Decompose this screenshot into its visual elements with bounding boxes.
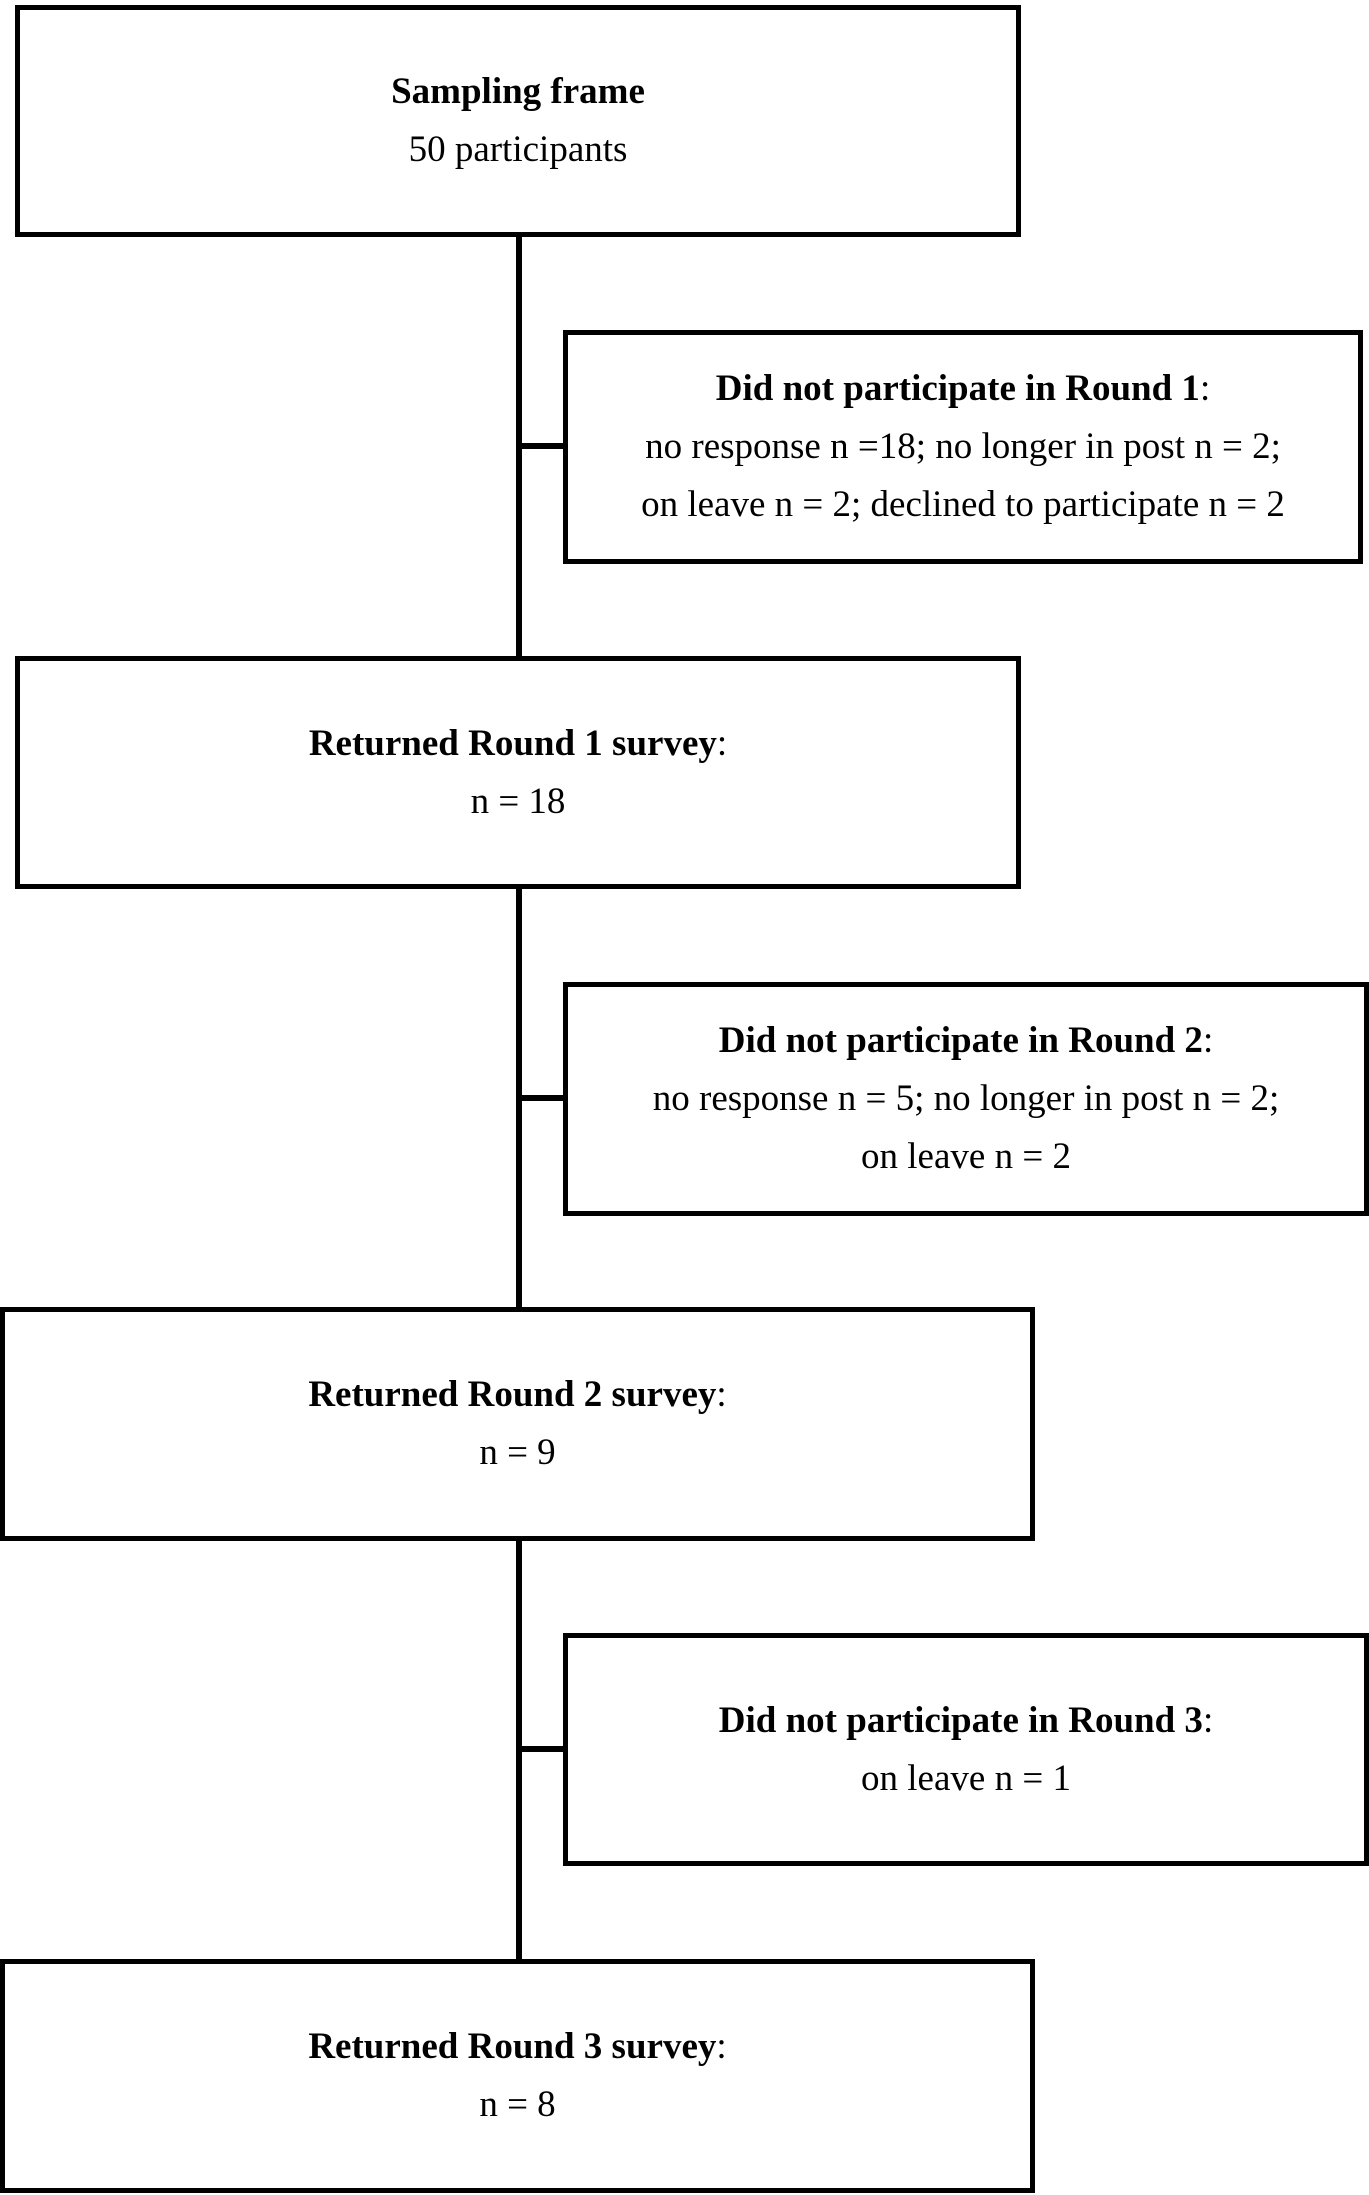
returned-round2-count: n = 9 [479,1432,556,1473]
returned-round1-title: Returned Round 1 survey: [308,722,728,764]
exclusion-round3-detail-1: on leave n = 1 [861,1757,1071,1799]
exclusion-round2-title: Did not participate in Round 2: [718,1020,1214,1061]
exclusion-round2-detail-2: on leave n = 2 [861,1136,1071,1177]
exclusion-round3-title: Did not participate in Round 3: [718,1699,1214,1741]
branch-connector-round3 [516,1746,567,1752]
returned-round2-box: Returned Round 2 survey: n = 9 [0,1307,1035,1541]
sampling-frame-title: Sampling frame [391,71,645,112]
exclusion-round2-detail-1: no response n = 5; no longer in post n =… [652,1078,1280,1119]
returned-round3-count: n = 8 [479,2084,556,2125]
branch-connector-round1 [516,443,567,449]
sampling-frame-box: Sampling frame 50 participants [15,5,1021,237]
returned-round3-title: Returned Round 3 survey: [308,2026,727,2067]
exclusion-round1-detail-1: no response n =18; no longer in post n =… [645,426,1281,467]
exclusion-round1-title: Did not participate in Round 1: [715,368,1211,409]
exclusion-round1-box: Did not participate in Round 1: no respo… [563,330,1363,564]
exclusion-round3-box: Did not participate in Round 3: on leave… [563,1633,1369,1866]
returned-round1-count: n = 18 [470,780,566,822]
exclusion-round1-detail-2: on leave n = 2; declined to participate … [641,484,1285,525]
returned-round1-box: Returned Round 1 survey: n = 18 [15,656,1021,889]
branch-connector-round2 [516,1095,567,1101]
returned-round3-box: Returned Round 3 survey: n = 8 [0,1959,1035,2193]
returned-round2-title: Returned Round 2 survey: [308,1374,727,1415]
sampling-frame-count: 50 participants [408,129,628,170]
exclusion-round2-box: Did not participate in Round 2: no respo… [563,982,1369,1216]
